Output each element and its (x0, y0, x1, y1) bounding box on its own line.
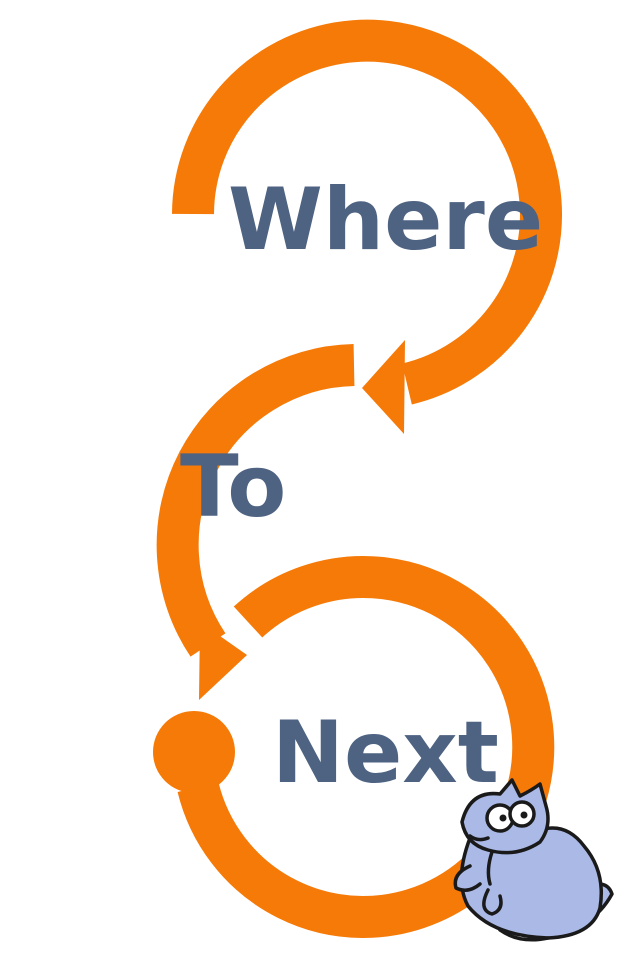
top-loop-arrowhead (362, 340, 405, 434)
middle-loop-arrowhead (199, 622, 247, 700)
top-loop-arc (172, 19, 562, 405)
bottom-loop-end-dot (153, 711, 235, 793)
word-next: Next (272, 703, 499, 803)
word-to: To (180, 437, 286, 537)
curved-arrow-icon (156, 344, 355, 700)
cartoon-cat-icon (453, 778, 614, 942)
curved-arrow-icon (172, 19, 562, 434)
middle-loop-arc (156, 344, 355, 657)
word-where: Where (228, 170, 543, 270)
